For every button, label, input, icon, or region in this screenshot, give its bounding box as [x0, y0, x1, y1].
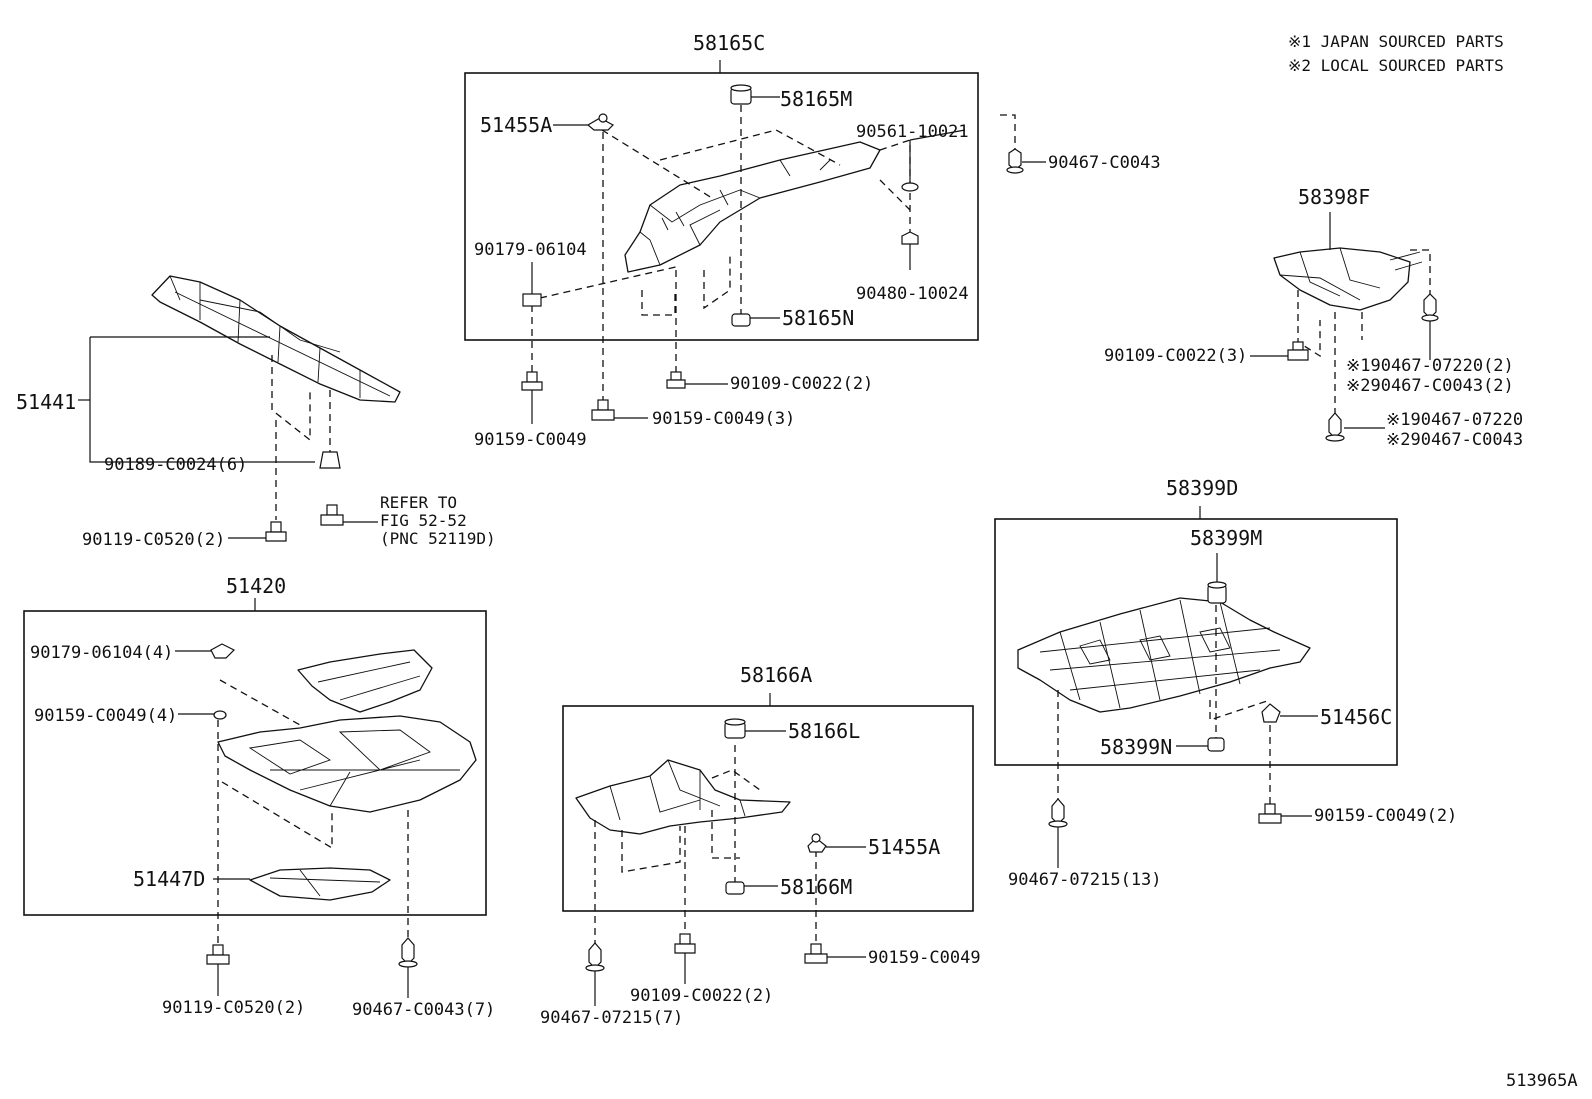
label-51441: 51441 — [16, 390, 77, 414]
clip-90159-51420-fastener — [178, 710, 227, 720]
label-51447d: 51447D — [133, 867, 206, 891]
label-58165n: 58165N — [782, 306, 855, 330]
clip-90467-fastener — [1006, 148, 1046, 174]
label-refer-to: REFER TO — [380, 493, 458, 512]
clip-90467-07220b-fastener — [1325, 412, 1385, 442]
group-58165c-box — [464, 72, 979, 341]
group-51441 — [78, 275, 401, 542]
label-j-90467-07220-2: ※190467-07220(2) — [1346, 356, 1514, 376]
label-58399m: 58399M — [1190, 526, 1263, 550]
label-58166a: 58166A — [740, 663, 813, 687]
note-local: ※2 LOCAL SOURCED PARTS — [1288, 56, 1504, 75]
cover-58166a-part — [575, 759, 791, 835]
label-90179-06104-4: 90179-06104(4) — [30, 643, 174, 663]
label-90119-c0520-2: 90119-C0520(2) — [82, 530, 226, 550]
clip-58165m-fastener — [730, 84, 780, 105]
nut-90561-fastener — [901, 129, 966, 192]
cover-51420-part — [217, 715, 477, 813]
label-90159-c0049-3: 90159-C0049(3) — [652, 409, 796, 429]
clip-51456c-fastener — [1261, 703, 1318, 723]
label-90109-c0022-2: 90109-C0022(2) — [730, 374, 874, 394]
label-90159-c0049-2: 90159-C0049(2) — [1314, 806, 1458, 826]
bolt-90109-58166-fastener — [674, 933, 696, 984]
clip-90467-58166-fastener — [585, 942, 605, 1006]
bolt-90119-fastener — [228, 521, 287, 542]
cover-58165c-part — [624, 141, 881, 273]
label-90480-10024: 90480-10024 — [856, 284, 969, 304]
label-58399n: 58399N — [1100, 735, 1173, 759]
cover-51447d-part — [249, 867, 391, 901]
label-90467-c0043-7: 90467-C0043(7) — [352, 1000, 496, 1020]
label-58399d: 58399D — [1166, 476, 1239, 500]
label-90119-c0520-2b: 90119-C0520(2) — [162, 998, 306, 1018]
label-l-90467-c0043: ※290467-C0043 — [1386, 430, 1524, 450]
bolt-90159a-fastener — [591, 399, 648, 421]
label-l-90467-c0043-2: ※290467-C0043(2) — [1346, 376, 1514, 396]
clip-90467-07220-fastener — [1421, 293, 1439, 360]
bolt-90109-fastener — [666, 371, 728, 389]
label-90467-07215-13: 90467-07215(13) — [1008, 870, 1162, 890]
label-51455a-b: 51455A — [868, 835, 941, 859]
clip-51455a-58166-fastener — [807, 833, 866, 853]
label-51456c: 51456C — [1320, 705, 1393, 729]
label-90109-c0022-2b: 90109-C0022(2) — [630, 986, 774, 1006]
group-58166a — [562, 693, 974, 1006]
nut-90179-fastener — [522, 262, 542, 307]
label-j-90467-07220: ※190467-07220 — [1386, 410, 1524, 430]
label-51455a: 51455A — [480, 113, 553, 137]
label-58398f: 58398F — [1298, 185, 1371, 209]
cover-upper-part — [297, 649, 433, 713]
group-58166a-box — [562, 705, 974, 912]
label-90159-c0049-b: 90159-C0049 — [868, 948, 981, 968]
group-58398f — [1250, 212, 1439, 442]
clip-90467-51420-fastener — [398, 937, 418, 998]
label-51420: 51420 — [226, 574, 287, 598]
label-90467-c0043: 90467-C0043 — [1048, 153, 1161, 173]
cover-58398f-part — [1273, 247, 1411, 311]
bolt-90159-58399-fastener — [1258, 803, 1312, 824]
group-51420 — [23, 598, 487, 998]
label-58165m: 58165M — [780, 87, 853, 111]
label-90561-10021: 90561-10021 — [856, 122, 969, 142]
label-90109-c0022-3: 90109-C0022(3) — [1104, 346, 1248, 366]
clip-51455a-fastener — [553, 113, 614, 131]
group-58165c — [464, 60, 1046, 424]
clip-58166l-fastener — [724, 718, 786, 739]
bolt-90119-51420-fastener — [206, 944, 230, 996]
clip-90189-fastener — [319, 451, 341, 469]
clip-58399n-fastener — [1176, 737, 1225, 752]
group-58399d — [994, 506, 1398, 868]
label-90159-c0049-4: 90159-C0049(4) — [34, 706, 178, 726]
label-90179-06104: 90179-06104 — [474, 240, 587, 260]
label-refer-pnc: (PNC 52119D) — [380, 529, 496, 548]
note-japan: ※1 JAPAN SOURCED PARTS — [1288, 32, 1504, 51]
label-58166l: 58166L — [788, 719, 861, 743]
clip-90467-58399-fastener — [1048, 798, 1068, 868]
label-90189-c0024-6: 90189-C0024(6) — [104, 455, 248, 475]
label-58166m: 58166M — [780, 875, 853, 899]
figure-id: 513965A — [1506, 1071, 1578, 1091]
nut-90480-fastener — [901, 231, 919, 270]
label-90467-07215-7: 90467-07215(7) — [540, 1008, 684, 1028]
clip-58165n-fastener — [731, 313, 780, 327]
group-58399d-box — [994, 518, 1398, 766]
bolt-90109-58398-fastener — [1250, 341, 1309, 361]
label-90159-c0049: 90159-C0049 — [474, 430, 587, 450]
bolt-90159b-fastener — [521, 371, 543, 424]
label-58165c: 58165C — [693, 31, 766, 55]
clip-58399m-fastener — [1207, 553, 1227, 604]
nut-90179-51420-fastener — [175, 643, 236, 659]
bolt-ref-fastener — [320, 504, 378, 526]
clip-58166m-fastener — [725, 881, 778, 895]
bolt-90159-58166-fastener — [804, 943, 866, 964]
label-refer-fig: FIG 52-52 — [380, 511, 467, 530]
cover-58399d-part — [1017, 597, 1311, 713]
